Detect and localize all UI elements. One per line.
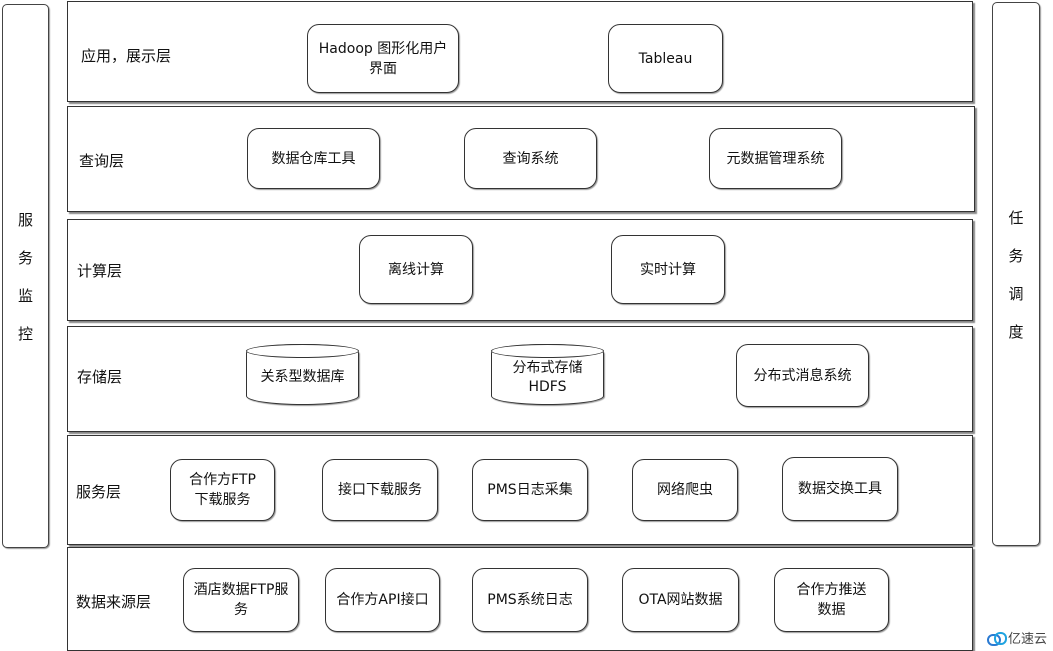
- node-hotel-ftp: 酒店数据FTP服 务: [183, 568, 299, 632]
- watermark: 亿速云: [986, 628, 1047, 647]
- node-hdfs: 分布式存储 HDFS: [491, 344, 604, 405]
- node-label: 合作方API接口: [336, 592, 429, 608]
- node-label: 网络爬虫: [657, 482, 713, 498]
- node-label: PMS日志采集: [487, 482, 573, 498]
- node-label: Tableau: [638, 50, 693, 67]
- layer-label: 服务层: [76, 483, 122, 501]
- task-schedule-char: 务: [1008, 247, 1024, 265]
- node-label: 查询系统: [502, 150, 559, 167]
- node-realtime-compute: 实时计算: [611, 235, 725, 304]
- node-label: 分布式存储 HDFS: [512, 359, 583, 395]
- service-monitor-char: 务: [17, 249, 33, 267]
- node-label: 数据仓库工具: [271, 150, 356, 167]
- service-monitor-char: 服: [17, 211, 33, 229]
- layer-label: 应用，展示层: [81, 47, 172, 65]
- node-label: Hadoop 图形化用户 界面: [318, 40, 448, 77]
- task-schedule-char: 调: [1008, 285, 1024, 303]
- task-schedule-char: 度: [1008, 323, 1024, 341]
- layer-label: 存储层: [77, 368, 123, 386]
- node-label: OTA网站数据: [638, 592, 723, 608]
- node-label: 实时计算: [640, 261, 696, 278]
- service-monitor-char: 监: [17, 287, 33, 305]
- node-query-system: 查询系统: [464, 128, 597, 189]
- layer-label: 计算层: [77, 262, 123, 280]
- node-partner-push-data: 合作方推送 数据: [774, 568, 889, 632]
- node-metadata-system: 元数据管理系统: [709, 128, 842, 189]
- task-schedule-char: 任: [1008, 209, 1024, 227]
- node-relational-db: 关系型数据库: [246, 344, 359, 405]
- layer-label: 数据来源层: [76, 593, 152, 611]
- layer-app: 应用，展示层: [67, 1, 973, 102]
- task-schedule-bar: 任 务 调 度: [992, 2, 1040, 546]
- layer-compute: 计算层: [67, 219, 973, 321]
- node-data-warehouse: 数据仓库工具: [247, 128, 380, 189]
- node-pms-system-log: PMS系统日志: [472, 568, 588, 632]
- node-label: 酒店数据FTP服 务: [193, 582, 289, 618]
- watermark-text: 亿速云: [1007, 632, 1047, 647]
- node-label: 合作方FTP 下载服务: [189, 472, 256, 508]
- service-monitor-bar: 服 务 监 控: [2, 4, 49, 548]
- node-web-crawler: 网络爬虫: [632, 459, 738, 521]
- node-partner-api: 合作方API接口: [325, 568, 440, 632]
- service-monitor-char: 控: [17, 325, 33, 343]
- node-hadoop-gui: Hadoop 图形化用户 界面: [307, 24, 459, 93]
- node-pms-log-collect: PMS日志采集: [472, 459, 588, 521]
- node-label: 关系型数据库: [260, 369, 345, 385]
- node-api-download: 接口下载服务: [322, 459, 438, 521]
- node-label: 元数据管理系统: [726, 150, 825, 167]
- node-message-system: 分布式消息系统: [736, 344, 869, 407]
- node-offline-compute: 离线计算: [359, 235, 473, 304]
- node-label: PMS系统日志: [487, 592, 573, 608]
- node-tableau: Tableau: [608, 24, 723, 93]
- layer-label: 查询层: [79, 152, 125, 170]
- node-label: 接口下载服务: [338, 482, 422, 498]
- node-partner-ftp-download: 合作方FTP 下载服务: [170, 459, 275, 521]
- cloud-logo-icon: [986, 631, 1007, 646]
- node-data-exchange-tool: 数据交换工具: [782, 457, 898, 521]
- node-label: 数据交换工具: [798, 481, 882, 497]
- node-label: 合作方推送 数据: [796, 582, 867, 618]
- node-label: 分布式消息系统: [753, 367, 852, 384]
- node-label: 离线计算: [388, 261, 444, 278]
- node-ota-website-data: OTA网站数据: [622, 568, 739, 632]
